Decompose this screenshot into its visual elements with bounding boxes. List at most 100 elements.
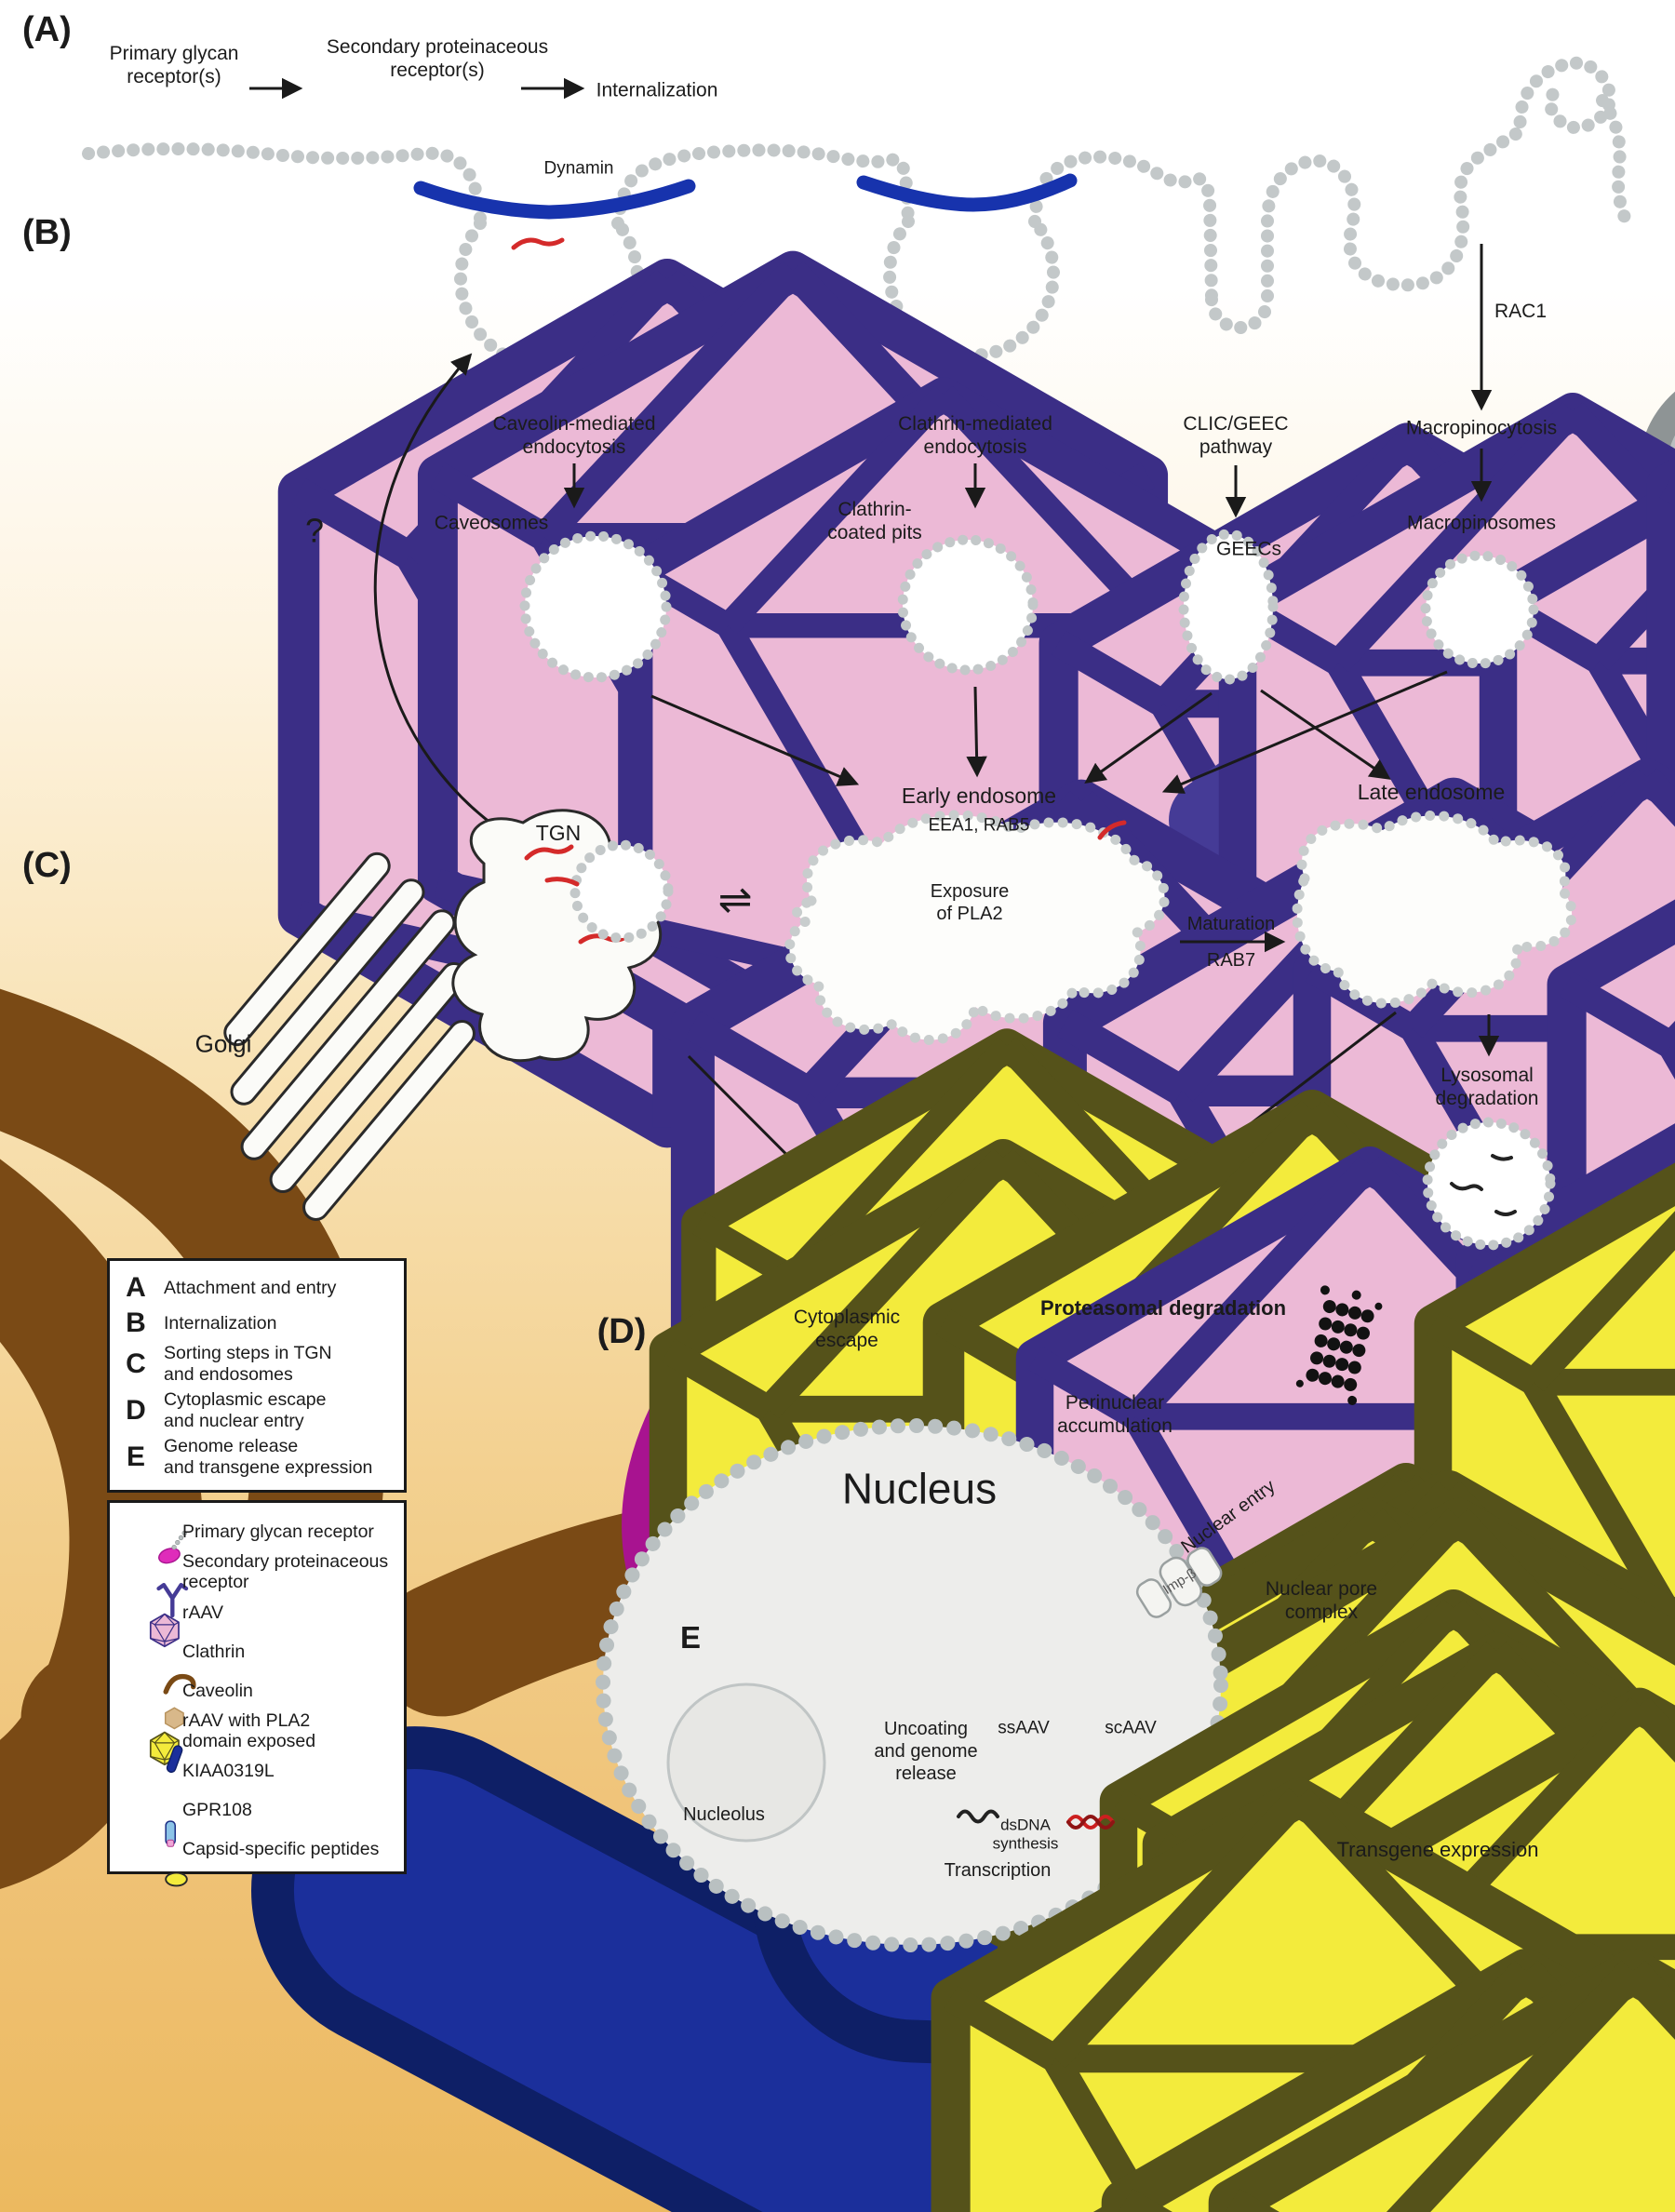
- legend-step-label: Attachment and entry: [164, 1277, 337, 1298]
- label-internalization: Internalization: [596, 79, 718, 101]
- panel-label-b: (B): [22, 213, 72, 252]
- legend-icon-row: GPR108: [123, 1791, 391, 1847]
- capsid-peptides-icon: [123, 1830, 188, 1887]
- dynamin-collars: [413, 173, 1078, 220]
- label-transgene-expression: Transgene expression: [1336, 1837, 1539, 1861]
- legend-step-row: E Genome release and transgene expressio…: [123, 1436, 391, 1479]
- legend-icon-label: GPR108: [182, 1800, 252, 1821]
- label-uncoating: Uncoating and genome release: [874, 1719, 978, 1784]
- legend-step-key: A: [126, 1272, 146, 1303]
- legend-icon-label: rAAV: [182, 1602, 224, 1623]
- label-rac1: RAC1: [1494, 301, 1548, 322]
- label-eea1-rab5: EEA1, RAB5: [928, 815, 1030, 836]
- clathrin-icon: [123, 1632, 171, 1671]
- legend-step-label: Genome release and transgene expression: [164, 1436, 373, 1478]
- panel-label-e: E: [679, 1620, 702, 1656]
- attachment-scene: [297, 237, 1675, 1868]
- label-dynamin: Dynamin: [543, 158, 614, 179]
- panel-label-a: (A): [22, 10, 72, 49]
- label-rab7: RAB7: [1206, 950, 1256, 971]
- nucleus: [596, 1418, 1675, 2212]
- nuclear-pore-complex: [1135, 1547, 1223, 1618]
- label-cytoplasmic-escape: Cytoplasmic escape: [793, 1306, 901, 1351]
- legend-icon-row: rAAV: [123, 1593, 391, 1647]
- legend-step-label: Internalization: [164, 1312, 277, 1334]
- golgi-apparatus: [223, 851, 476, 1221]
- label-late-endosome: Late endosome: [1357, 780, 1506, 805]
- raav-pla2-icon: [123, 1711, 180, 1766]
- label-transcription: Transcription: [944, 1860, 1052, 1881]
- label-exposure-pla2: Exposure of PLA2: [930, 881, 1010, 924]
- label-early-endosome: Early endosome: [901, 784, 1057, 809]
- label-scaav: scAAV: [1105, 1718, 1157, 1738]
- label-golgi: Golgi: [194, 1029, 252, 1058]
- label-secondary-receptor: Secondary proteinaceous receptor(s): [326, 35, 549, 81]
- nucleolus: [666, 1682, 826, 1843]
- dsdna-helix: [1066, 1815, 1115, 1830]
- panel-label-d: (D): [596, 1312, 647, 1352]
- legend-step-key: B: [126, 1307, 146, 1338]
- legend-icon-label: Clathrin: [182, 1641, 246, 1662]
- label-pathway-clathrin: Clathrin-mediated endocytosis: [898, 412, 1052, 458]
- raav-icon: [123, 1593, 180, 1647]
- gpr108-icon: [123, 1791, 176, 1847]
- label-clathrin-coated-pits: Clathrin- coated pits: [827, 498, 922, 543]
- label-pathway-caveolin: Caveolin-mediated endocytosis: [492, 412, 656, 458]
- label-primary-receptor: Primary glycan receptor(s): [109, 42, 239, 87]
- legend-icon-row: Primary glycan receptor: [123, 1512, 391, 1567]
- legend-step-row: A Attachment and entry: [123, 1272, 391, 1304]
- label-pathway-macropinocytosis: Macropinocytosis: [1405, 417, 1558, 439]
- legend-step-key: D: [126, 1395, 146, 1426]
- label-maturation: Maturation: [1186, 914, 1276, 934]
- legend-step-label: Cytoplasmic escape and nuclear entry: [164, 1389, 327, 1431]
- caveolin-icon: [123, 1671, 184, 1730]
- legend-icon-label: KIAA0319L: [182, 1761, 275, 1782]
- clathrin-icon: [0, 68, 27, 882]
- legend-icon-row: Capsid-specific peptides: [123, 1830, 391, 1887]
- legend-icon-row: KIAA0319L: [123, 1743, 391, 1791]
- early-endosome: [784, 810, 1675, 1960]
- legend-step-row: C Sorting steps in TGN and endosomes: [123, 1343, 391, 1386]
- secondary-receptor-icon: [123, 1552, 171, 1591]
- legend-step-row: B Internalization: [123, 1307, 391, 1339]
- legend-icon-row: rAAV with PLA2 domain exposed: [123, 1709, 391, 1766]
- legend-step-key: E: [126, 1441, 145, 1472]
- legend-icons-box: Primary glycan receptor Secondary protei…: [107, 1500, 407, 1887]
- label-macropinosomes: Macropinosomes: [1407, 512, 1556, 534]
- legend-step-label: Sorting steps in TGN and endosomes: [164, 1343, 332, 1385]
- question-mark: ?: [304, 511, 325, 550]
- label-tgn: TGN: [535, 821, 582, 846]
- trans-golgi-network: [221, 809, 1675, 2212]
- label-ssaav: ssAAV: [998, 1718, 1050, 1738]
- legend-step-row: D Cytoplasmic escape and nuclear entry: [123, 1389, 391, 1432]
- label-proteasomal-degradation: Proteasomal degradation: [1039, 1295, 1287, 1320]
- label-pathway-clic-geec: CLIC/GEEC pathway: [1183, 412, 1289, 458]
- label-lysosomal-degradation: Lysosomal degradation: [1435, 1064, 1539, 1109]
- legend-icon-label: Secondary proteinaceous receptor: [182, 1551, 389, 1593]
- primary-glycan-receptor-icon: [123, 1512, 188, 1567]
- legend-icon-label: Caveolin: [182, 1680, 253, 1701]
- lysosome: [1422, 1117, 1556, 1251]
- legend-icon-row: Caveolin: [123, 1671, 391, 1730]
- label-nucleus: Nucleus: [841, 1464, 998, 1513]
- label-perinuclear-accumulation: Perinuclear accumulation: [1057, 1391, 1172, 1437]
- equilibrium-symbol: ⇌: [717, 877, 753, 923]
- label-nucleolus: Nucleolus: [683, 1804, 765, 1825]
- kiaa0319l-icon: [123, 1743, 184, 1791]
- label-dsdna-synthesis: dsDNA synthesis: [992, 1816, 1059, 1853]
- proteasome: [1295, 1285, 1383, 1405]
- late-endosome: [1292, 811, 1675, 1903]
- legend-steps-box: A Attachment and entry B Internalization…: [107, 1258, 407, 1493]
- panel-label-c: (C): [22, 846, 72, 885]
- legend-step-key: C: [126, 1348, 146, 1379]
- legend-icon-row: Secondary proteinaceous receptor: [123, 1551, 391, 1593]
- ssdna-genome: [957, 1809, 999, 1824]
- label-caveosomes: Caveosomes: [434, 512, 549, 534]
- legend-icon-label: rAAV with PLA2 domain exposed: [182, 1709, 316, 1752]
- legend-icon-label: Primary glycan receptor: [182, 1521, 374, 1542]
- label-nuclear-pore-complex: Nuclear pore complex: [1265, 1577, 1378, 1623]
- legend-icon-label: Capsid-specific peptides: [182, 1839, 380, 1860]
